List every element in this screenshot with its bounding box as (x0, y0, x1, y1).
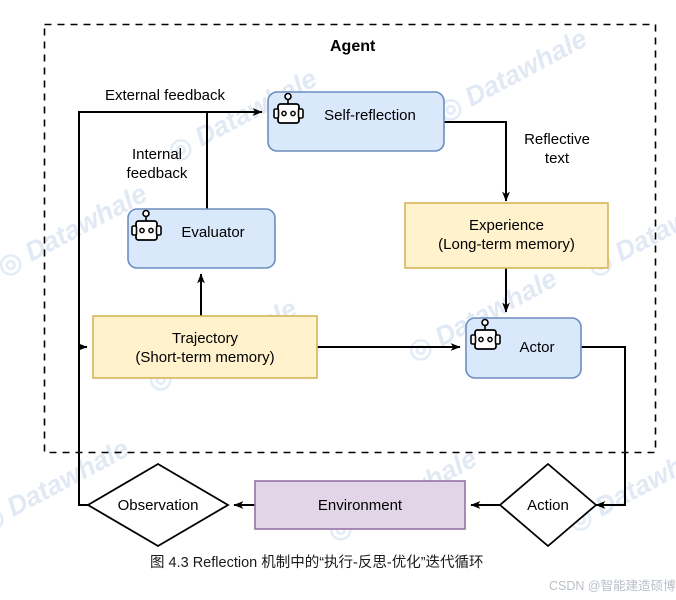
edge-self-reflection-to-experience (444, 121, 510, 202)
watermark-csdn: CSDN @智能建造硕博 (549, 579, 676, 593)
robot-icon (273, 92, 304, 124)
robot-icon (131, 209, 162, 241)
node-action[interactable] (498, 462, 598, 548)
robot-icon (470, 318, 501, 350)
edge-observation-to-trajectory (77, 343, 88, 506)
node-experience[interactable] (404, 202, 609, 269)
edge-label-internal-feedback: Internal feedback (126, 146, 188, 182)
node-evaluator[interactable] (127, 208, 276, 269)
edge-label-external-feedback: External feedback (104, 87, 226, 104)
node-observation[interactable] (86, 462, 230, 548)
edge-label-reflective-text: Reflective text (524, 131, 590, 167)
agent-title: Agent (330, 38, 376, 55)
edge-actor-to-action (581, 346, 626, 509)
node-trajectory[interactable] (92, 315, 318, 379)
agent-boundary (43, 23, 657, 454)
figure-caption: 图 4.3 Reflection 机制中的“执行-反思-优化”迭代循环 (150, 555, 484, 571)
node-self-reflection[interactable] (267, 91, 445, 152)
node-environment[interactable] (254, 480, 466, 530)
